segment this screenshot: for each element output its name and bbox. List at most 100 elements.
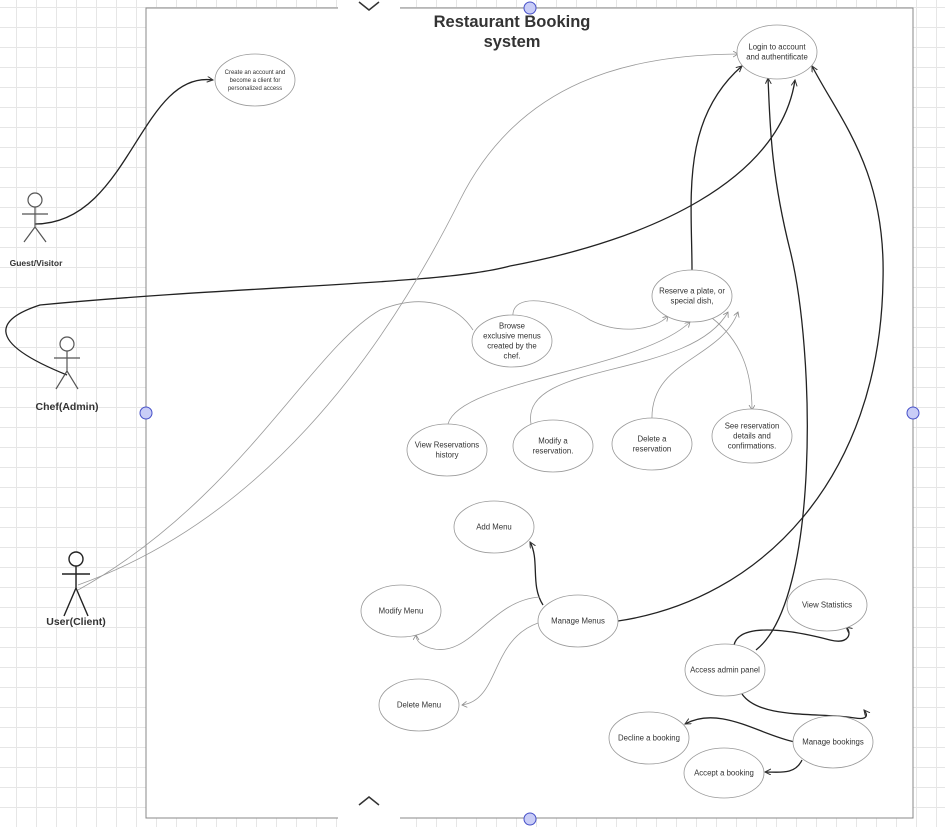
login-ellipse <box>736 24 818 80</box>
edge-reserve-login <box>690 66 742 271</box>
system-boundary[interactable] <box>145 7 914 819</box>
edge-menus-login <box>617 66 884 622</box>
see-details-label-line: See reservation <box>725 422 780 431</box>
edge-menus-add <box>529 542 544 606</box>
user-head <box>68 551 84 567</box>
edge-menus-modify <box>416 596 541 650</box>
use-cases: Create an account and become a client for… <box>214 24 874 799</box>
modify-res-label-line: Modify a <box>538 437 568 446</box>
manage-menus-label-line: Manage Menus <box>551 617 605 626</box>
resize-handle-top[interactable] <box>523 1 537 15</box>
manage-bookings-label-line: Manage bookings <box>802 738 864 747</box>
use-case-accept[interactable]: Accept a booking <box>683 747 765 799</box>
user-label: User(Client) <box>46 616 106 628</box>
manage-menus-ellipse <box>537 594 619 648</box>
edge-reserve-details <box>711 317 752 410</box>
create-account-label-line: become a client for <box>230 78 281 84</box>
browse-label-line: exclusive menus <box>483 332 541 341</box>
use-case-modify-menu[interactable]: Modify Menu <box>360 584 442 638</box>
top-chevron-panel <box>338 0 400 14</box>
view-history-label-line: history <box>436 451 459 460</box>
modify-res-label-line: reservation. <box>533 447 574 456</box>
use-case-manage-bookings[interactable]: Manage bookings <box>792 715 874 769</box>
create-account-label-line: Create an account and <box>225 70 286 76</box>
delete-res-ellipse <box>611 417 693 471</box>
edge-admin-bookings <box>741 693 866 720</box>
guest-stick-figure <box>22 207 48 243</box>
edge-user-login <box>77 54 738 586</box>
see-details-label-line: details and <box>733 432 771 441</box>
browse-label-line: Browse <box>499 322 525 331</box>
chef-head <box>59 336 75 352</box>
edge-menus-delete <box>462 622 539 705</box>
accept-label-line: Accept a booking <box>694 769 754 778</box>
edge-admin-stats <box>733 627 849 646</box>
modify-menu-label-line: Modify Menu <box>379 607 424 616</box>
diagram-title-line-2: system <box>484 33 541 51</box>
diagram-title-line-1: Restaurant Booking <box>434 13 591 31</box>
use-case-create-account[interactable]: Create an account and become a client for… <box>214 53 296 107</box>
user-stick-figure <box>62 566 90 617</box>
reserve-label-line: Reserve a plate, or <box>659 287 725 296</box>
actor-guest[interactable] <box>22 192 48 243</box>
decline-ellipse <box>608 711 690 765</box>
use-case-add-menu[interactable]: Add Menu <box>453 500 535 554</box>
delete-menu-label-line: Delete Menu <box>397 701 441 710</box>
chevron-up-icon[interactable] <box>358 796 380 806</box>
add-menu-ellipse <box>453 500 535 554</box>
browse-label-line: chef. <box>504 352 521 361</box>
actor-chef[interactable] <box>54 336 80 390</box>
guest-head <box>27 192 43 208</box>
chevron-down-icon[interactable] <box>358 1 380 11</box>
chef-label: Chef(Admin) <box>36 401 99 413</box>
edge-modify-reserve <box>530 312 728 425</box>
add-menu-label-line: Add Menu <box>476 523 512 532</box>
browse-ellipse <box>471 314 553 368</box>
use-case-delete-menu[interactable]: Delete Menu <box>378 678 460 732</box>
see-details-ellipse <box>711 408 793 464</box>
modify-menu-ellipse <box>360 584 442 638</box>
edge-guest-create-account <box>34 80 213 225</box>
edge-browse-reserve <box>512 300 668 330</box>
reserve-ellipse <box>651 269 733 323</box>
guest-label: Guest/Visitor <box>10 258 63 268</box>
resize-handle-left[interactable] <box>139 406 153 420</box>
create-account-label-line: personalized access <box>228 86 282 92</box>
edge-bookings-accept <box>765 759 803 772</box>
use-case-decline[interactable]: Decline a booking <box>608 711 690 765</box>
create-account-ellipse <box>214 53 296 107</box>
edge-bookings-decline <box>685 717 796 743</box>
login-label-line: Login to account <box>748 43 806 52</box>
use-case-manage-menus[interactable]: Manage Menus <box>537 594 619 648</box>
use-case-admin-panel[interactable]: Access admin panel <box>684 643 766 697</box>
admin-panel-label-line: Access admin panel <box>690 666 760 675</box>
delete-res-label-line: reservation <box>633 445 672 454</box>
edge-user-browse <box>77 301 474 591</box>
view-stats-label-line: View Statistics <box>802 601 852 610</box>
accept-ellipse <box>683 747 765 799</box>
view-history-ellipse <box>406 423 488 477</box>
modify-res-ellipse <box>512 419 594 473</box>
admin-panel-ellipse <box>684 643 766 697</box>
chef-stick-figure <box>54 351 80 390</box>
use-case-view-stats[interactable]: View Statistics <box>786 578 868 632</box>
manage-bookings-ellipse <box>792 715 874 769</box>
view-stats-ellipse <box>786 578 868 632</box>
login-label-line: and authentificate <box>746 53 808 62</box>
actor-user[interactable] <box>62 551 90 617</box>
see-details-label-line: confirmations. <box>728 442 777 451</box>
resize-handle-right[interactable] <box>906 406 920 420</box>
resize-handle-bottom[interactable] <box>523 812 537 826</box>
delete-res-label-line: Delete a <box>637 435 667 444</box>
edge-chef-login <box>5 80 795 376</box>
connectors <box>5 54 884 772</box>
edge-delete-reserve <box>651 312 738 421</box>
